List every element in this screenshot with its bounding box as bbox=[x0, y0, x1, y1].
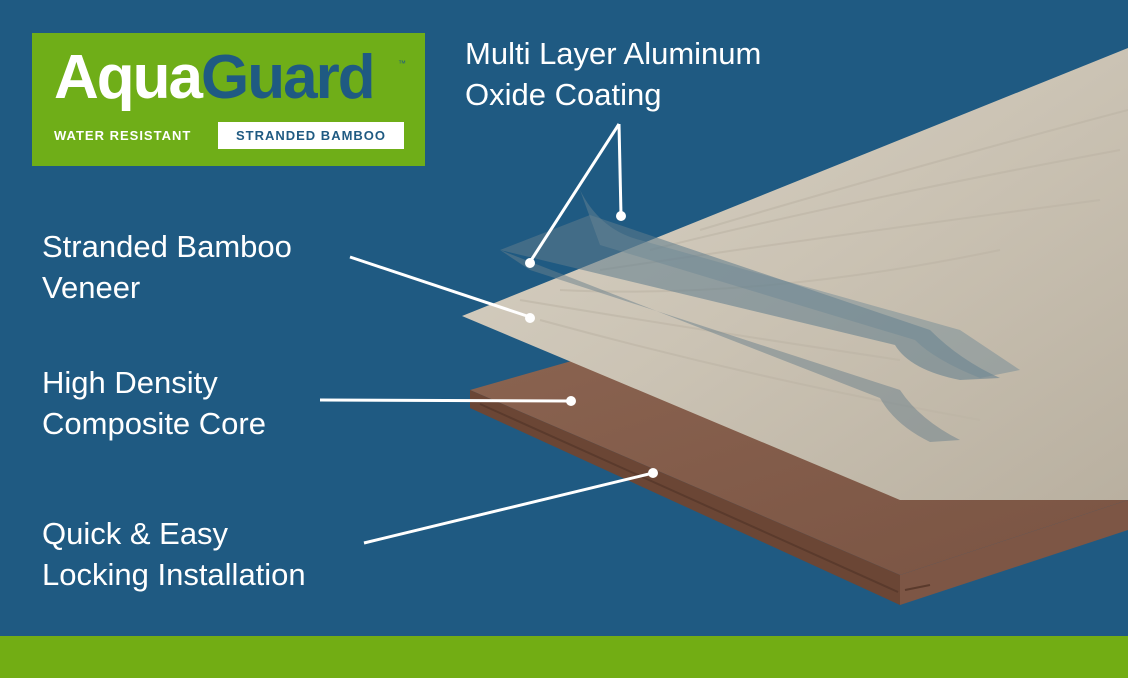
footer-green-bar bbox=[0, 636, 1128, 678]
callout-dots bbox=[525, 211, 658, 478]
core-dot bbox=[566, 396, 576, 406]
logo-subtitle-left: WATER RESISTANT bbox=[54, 128, 192, 143]
logo-word-aqua: Aqua bbox=[54, 43, 203, 112]
aquaguard-logo: AquaGuard ™ WATER RESISTANT STRANDED BAM… bbox=[32, 33, 425, 166]
label-veneer: Stranded Bamboo Veneer bbox=[42, 226, 292, 308]
callout-lines bbox=[319, 123, 654, 545]
label-core-line1: High Density bbox=[42, 365, 218, 400]
logo-word-guard: Guard bbox=[201, 43, 376, 112]
composite-core-board bbox=[470, 350, 1128, 605]
locking-dot bbox=[648, 468, 658, 478]
coating-dot-2 bbox=[616, 211, 626, 221]
label-veneer-line2: Veneer bbox=[42, 270, 141, 305]
coating-dot-1 bbox=[525, 258, 535, 268]
logo-trademark: ™ bbox=[398, 59, 406, 68]
label-locking-line2: Locking Installation bbox=[42, 557, 306, 592]
label-locking-line1: Quick & Easy bbox=[42, 516, 229, 551]
label-core: High Density Composite Core bbox=[42, 362, 266, 444]
label-coating: Multi Layer Aluminum Oxide Coating bbox=[465, 33, 761, 115]
label-locking: Quick & Easy Locking Installation bbox=[42, 513, 306, 595]
label-core-line2: Composite Core bbox=[42, 406, 266, 441]
oxide-coating-layers bbox=[500, 190, 1020, 442]
logo-wordmark: AquaGuard bbox=[54, 47, 376, 109]
logo-subtitle-right: STRANDED BAMBOO bbox=[218, 122, 404, 149]
label-coating-line1: Multi Layer Aluminum bbox=[465, 36, 762, 71]
label-coating-line2: Oxide Coating bbox=[465, 77, 662, 112]
veneer-dot bbox=[525, 313, 535, 323]
label-veneer-line1: Stranded Bamboo bbox=[42, 229, 292, 264]
